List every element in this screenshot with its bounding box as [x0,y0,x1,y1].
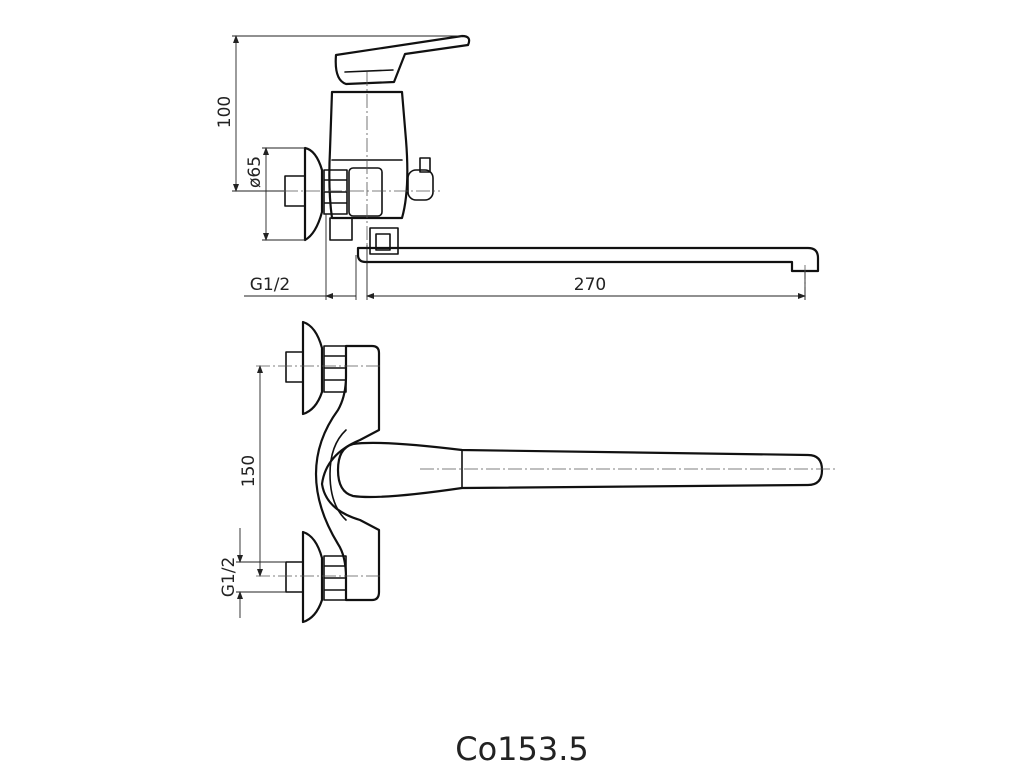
dim-thread-side-label: G1/2 [250,275,291,295]
side-view [284,34,820,300]
dim-height-label: 100 [215,96,235,128]
stub-lower [285,561,304,593]
dim-spacing-label: 150 [239,455,259,487]
body-top [314,344,381,602]
dim-diameter-label: ø65 [245,156,265,188]
spout-side [356,246,820,273]
top-view [256,320,835,624]
top-dimensions: 150 G1/2 [219,365,286,618]
mixer-body [328,90,409,220]
spout-top [336,441,824,499]
handle-lever [334,34,471,86]
model-code: Co153.5 [455,730,589,768]
inlet-box [348,167,383,217]
inlet-nut [323,169,348,215]
dim-thread-top-label: G1/2 [219,557,239,598]
escutcheon-top-upper [301,320,324,416]
stub-upper [285,351,304,383]
escutcheon-top-lower [301,530,324,624]
nut-upper [323,345,347,393]
escutcheon-side [303,146,324,242]
nut-lower [323,555,347,601]
diverter-knob [407,169,434,201]
dim-spout-reach-label: 270 [574,275,606,295]
side-dimensions: 100 ø65 G1/2 270 [215,35,806,300]
